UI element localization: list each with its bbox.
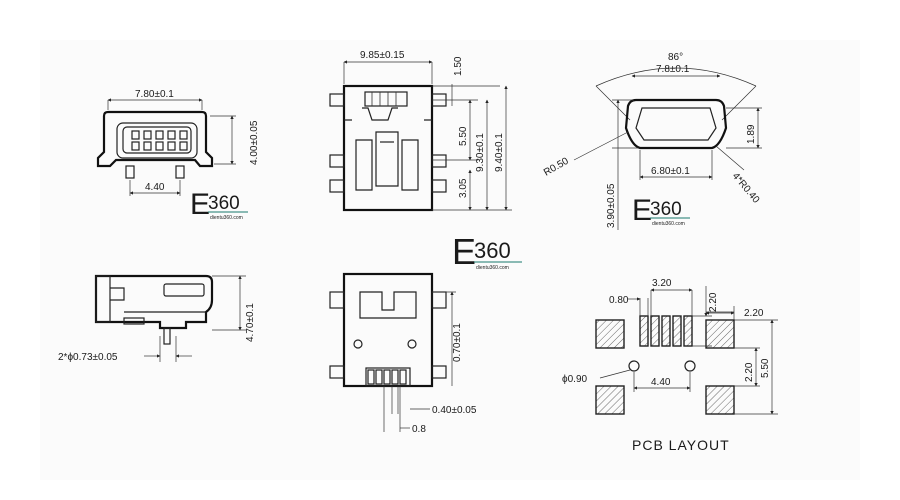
side-view: 4.70±0.1 2*ϕ0.73±0.05	[58, 274, 256, 363]
bottom-pin-label: 0.40±0.05	[432, 405, 477, 416]
logo-site: dientu360.com	[652, 221, 685, 227]
front-height-label: 4.00±0.05	[249, 120, 260, 165]
profile-height-label: 3.90±0.05	[606, 183, 617, 228]
top-d4-label: 9.40±0.1	[494, 133, 505, 172]
profile-depth-label: 1.89	[746, 124, 757, 144]
pcb-hole-span-label: 4.40	[651, 377, 671, 388]
side-height-label: 4.70±0.1	[245, 303, 256, 342]
pcb-total-label: 5.50	[760, 358, 771, 378]
logo-number: 360	[474, 238, 511, 263]
profile-inner-label: 6.80±0.1	[651, 166, 690, 177]
logo-e360: E 360 dientu360.com	[190, 188, 248, 221]
pcb-pad-width-label: 2.20	[744, 308, 764, 319]
pcb-hole	[628, 360, 640, 372]
top-width-label: 9.85±0.15	[360, 50, 405, 61]
pcb-pad-height-label: 2.20	[708, 292, 719, 312]
top-d3-label: 9.30±0.1	[475, 133, 486, 172]
pcb-layout: 3.20 0.80 2.20 2.20 2.20 5.50 ϕ0.90 4.40…	[562, 278, 778, 453]
pcb-pad	[595, 385, 625, 415]
pcb-pad	[595, 319, 625, 349]
top-d5-label: 3.05	[458, 178, 469, 198]
pcb-hole-label: ϕ0.90	[562, 374, 588, 385]
logo-letter: E	[190, 188, 210, 221]
logo-number: 360	[208, 193, 240, 214]
pcb-title: PCB LAYOUT	[632, 437, 730, 453]
logo-letter: E	[632, 194, 652, 227]
pcb-span-label: 3.20	[652, 278, 672, 289]
logo-number: 360	[650, 199, 682, 220]
top-view: 9.85±0.15 1.50 5.50 9.30±0.1 9.40±0.1 3.…	[329, 50, 512, 212]
pcb-pin-width-label: 0.80	[609, 295, 629, 306]
bottom-pitch-label: 0.8	[412, 424, 426, 435]
top-d2-label: 5.50	[458, 126, 469, 146]
front-pins	[131, 130, 188, 151]
logo-e360: E 360 dientu360.com	[452, 231, 522, 272]
logo-site: dientu360.com	[210, 215, 243, 221]
profile-width-label: 7.8±0.1	[656, 64, 690, 75]
bottom-height-label: 0.70±0.1	[452, 323, 463, 362]
side-post-label: 2*ϕ0.73±0.05	[58, 352, 118, 363]
front-view: 7.80±0.1 4.00±0.05 4.40	[96, 89, 260, 196]
pcb-gap-label: 2.20	[744, 362, 755, 382]
pcb-pad	[705, 319, 735, 349]
logo-site: dientu360.com	[476, 265, 509, 271]
logo-e360: E 360 dientu360.com	[632, 194, 690, 227]
bottom-pins	[367, 369, 407, 385]
profile-angle-label: 86°	[668, 52, 683, 63]
pcb-hole	[684, 360, 696, 372]
top-d1-label: 1.50	[453, 56, 464, 76]
bottom-view: 0.70±0.1 0.40±0.05 0.8	[329, 272, 477, 435]
pcb-signal-pads	[639, 315, 693, 347]
pcb-pad	[705, 385, 735, 415]
front-pitch-label: 4.40	[145, 182, 165, 193]
logo-letter: E	[452, 231, 476, 272]
front-width-label: 7.80±0.1	[135, 89, 174, 100]
